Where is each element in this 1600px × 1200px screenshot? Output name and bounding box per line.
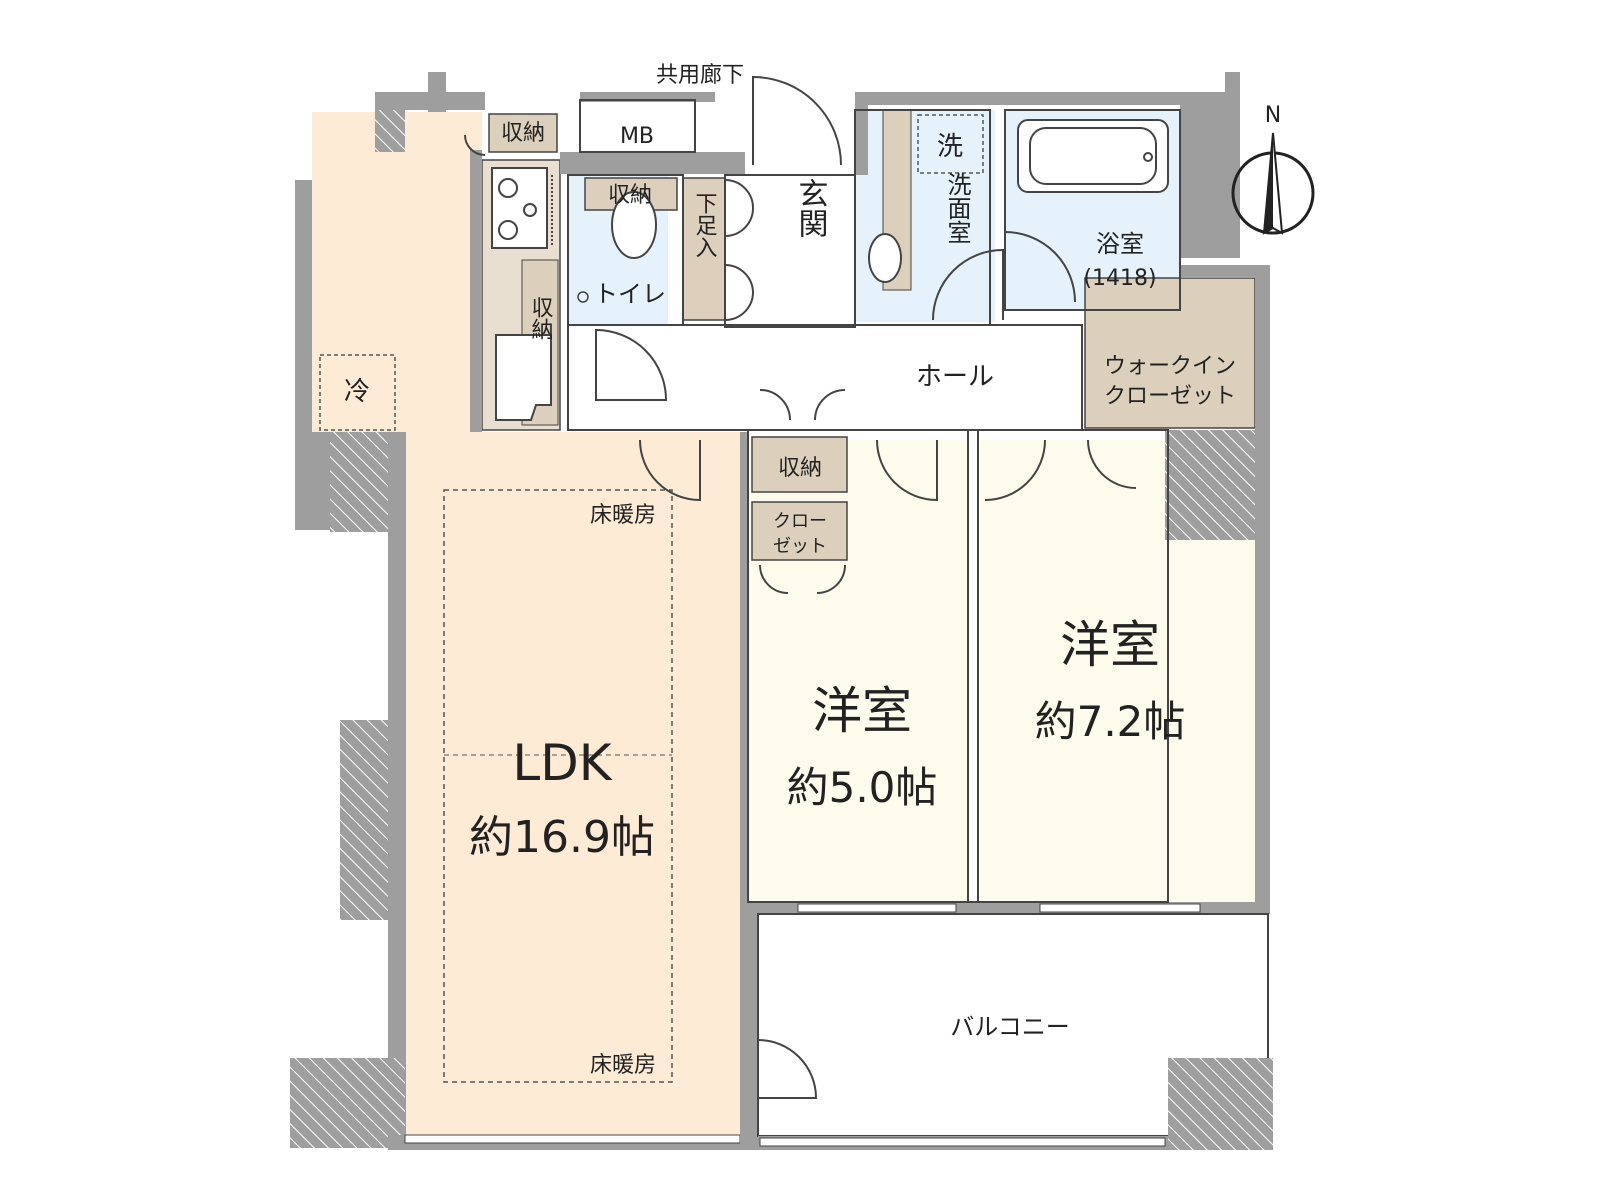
hall-floor (568, 330, 1082, 430)
floor-heating-label-bottom: 床暖房 (590, 1053, 656, 1078)
walk-in-closet (1084, 277, 1256, 429)
floor-heating-label-top: 床暖房 (590, 503, 656, 528)
window-room-2 (1039, 903, 1201, 913)
wall-corridor (560, 152, 745, 174)
front-door-icon (752, 75, 842, 166)
storage-top (488, 113, 558, 153)
fridge-label: 冷 (344, 377, 370, 407)
western-room-2-name: 洋室 (1060, 616, 1160, 674)
bathtub-icon (1017, 119, 1169, 193)
compass-icon (1231, 132, 1315, 235)
fridge-space (319, 354, 396, 431)
wall-mb-top (580, 92, 715, 102)
ldk-area: 約16.9帖 (469, 812, 655, 863)
wall-kitchen-left (470, 150, 482, 432)
balcony-label: バルコニー (950, 1013, 1070, 1041)
toilet-paper-icon (577, 291, 589, 303)
western-room-2-area: 約7.2帖 (1035, 697, 1186, 746)
corridor-label: 共用廊下 (656, 63, 744, 88)
wash-basin-icon (868, 233, 902, 283)
western-room-1-area: 約5.0帖 (787, 763, 938, 812)
stove-icon (491, 167, 553, 249)
balcony-corner-hatch (1168, 1058, 1273, 1150)
washroom-label: 洗面室 (943, 172, 971, 244)
kitchen-storage-label: 収納 (528, 296, 554, 340)
hall-label: ホール (916, 362, 994, 392)
ldk-name: LDK (512, 734, 612, 792)
ldk-floor (312, 112, 740, 1135)
floor-heating-zone (443, 489, 673, 1083)
hall-storage-label: 収納 (778, 456, 822, 481)
western-room-2-floor (980, 440, 1255, 902)
wall-top-left-nub (428, 72, 446, 112)
wall-ldk-bottom-left (290, 1058, 405, 1148)
wall-ldk-right (740, 432, 748, 902)
wall-room-divider (967, 429, 979, 903)
wall-left-upper (295, 180, 330, 530)
washer-label: 洗 (937, 132, 963, 162)
window-room-1 (797, 903, 957, 913)
wall-balcony-left (740, 902, 758, 1150)
compass-label: N (1265, 103, 1281, 128)
closet-label-2: ゼット (773, 536, 827, 557)
interior-outlines (567, 99, 1181, 903)
storage-top-label: 収納 (501, 121, 545, 146)
toilet-icon (611, 191, 657, 259)
wall-right (1180, 265, 1270, 902)
balcony-rail (759, 1137, 1166, 1147)
entrance-floor (725, 175, 845, 325)
walk-in-closet-label-2: クローゼット (1104, 384, 1236, 409)
wall-right-hatch (1165, 430, 1255, 540)
entrance-label: 玄関 (793, 178, 828, 238)
closet (751, 501, 848, 561)
wall-ldk-left-hatch-2 (340, 720, 388, 920)
toilet-storage-label: 収納 (608, 183, 652, 208)
washer-space (917, 114, 984, 174)
western-room-1-name: 洋室 (812, 682, 912, 740)
meter-box-label: MB (620, 124, 654, 149)
hall-storage (751, 436, 848, 493)
wall-ldk-left-hatch (330, 432, 388, 532)
closet-label-1: クロー (773, 511, 827, 532)
washroom-floor (855, 110, 995, 322)
sink-icon (495, 334, 552, 421)
shoe-storage-label: 下足入 (692, 192, 718, 258)
bathroom-label: 浴室 (1096, 230, 1144, 258)
wall-right-upper (855, 72, 1240, 258)
doors (464, 75, 1137, 1099)
walk-in-closet-label-1: ウォークイン (1104, 354, 1236, 379)
window-ldk (404, 1134, 741, 1144)
bathroom-size-label: (1418) (1083, 266, 1156, 291)
toilet-label: トイレ (594, 280, 666, 308)
shoe-storage (682, 177, 726, 321)
wall-ldk-left (388, 432, 406, 1137)
